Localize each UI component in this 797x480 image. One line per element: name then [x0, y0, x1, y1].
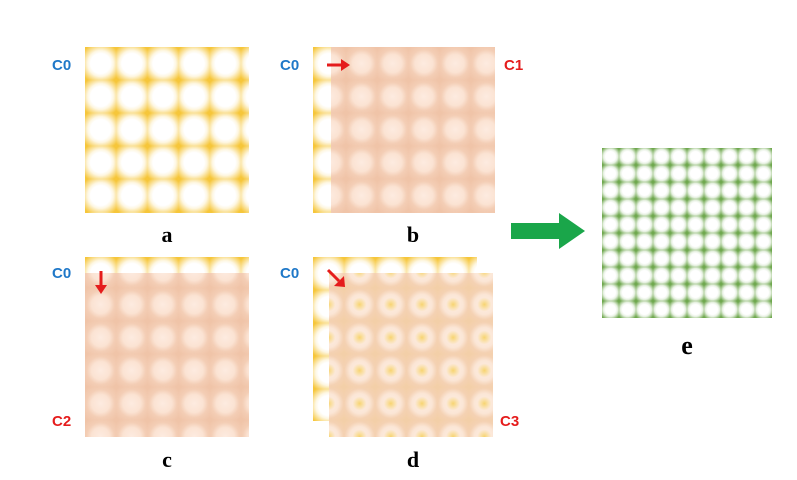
panel-b-c0-label: C0: [280, 57, 300, 74]
panel-c-letter: c: [162, 447, 172, 472]
panel-d-letter: d: [406, 447, 420, 472]
arrow-diagonal-icon: [326, 268, 345, 287]
panel-c-c0-label: C0: [52, 265, 72, 282]
panel-d-pattern-c3: [329, 273, 493, 437]
panel-d-c0-label: C0: [280, 265, 300, 282]
panel-c-pattern-c2: [85, 273, 249, 437]
panel-a-letter: a: [161, 222, 173, 247]
panel-b-pattern-c1: [331, 47, 495, 213]
panel-b-c1-label: C1: [504, 57, 524, 74]
panel-a-pattern-c0: [85, 47, 249, 213]
panel-e-combined-pattern: [602, 148, 772, 318]
result-arrow-icon: [511, 213, 585, 249]
arrow-down-icon: [95, 271, 107, 294]
panel-b-letter: b: [406, 222, 420, 247]
panel-e-letter: e: [681, 331, 693, 360]
panel-a-c0-label: C0: [52, 57, 72, 74]
panel-d-c3-label: C3: [500, 413, 520, 430]
panel-c-c2-label: C2: [52, 413, 72, 430]
arrow-right-icon: [327, 59, 350, 71]
